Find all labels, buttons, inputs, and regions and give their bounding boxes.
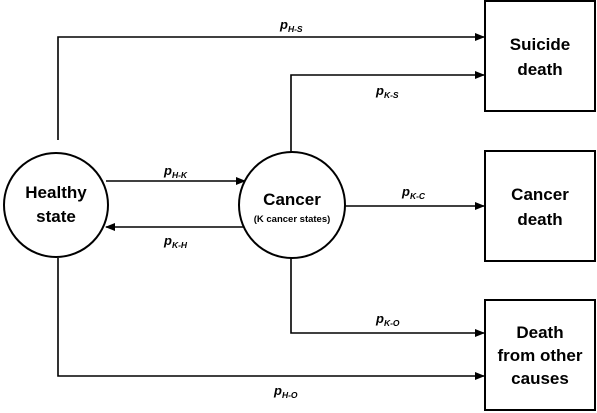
label-p-h-s-sub: H-S	[288, 24, 303, 34]
label-p-k-h-symbol: p	[163, 233, 172, 248]
other-death-label-line2: from other	[498, 346, 583, 365]
edge-healthy-to-suicide	[57, 33, 485, 140]
edge-healthy-to-other-death	[57, 258, 485, 380]
label-p-k-o: pK-O	[375, 311, 400, 328]
node-healthy-state: Healthy state	[3, 152, 109, 258]
label-p-k-c-sub: K-C	[410, 191, 426, 201]
label-p-h-k-symbol: p	[163, 163, 172, 178]
label-p-h-k-sub: H-K	[172, 170, 188, 180]
cancer-death-label-line1: Cancer	[511, 185, 569, 204]
node-cancer: Cancer (K cancer states)	[238, 151, 346, 259]
cancer-sublabel: (K cancer states)	[254, 214, 331, 225]
label-p-k-s-sub: K-S	[384, 90, 399, 100]
cancer-label: Cancer	[263, 190, 321, 209]
node-other-death: Death from other causes	[484, 299, 596, 411]
healthy-state-circle	[3, 152, 109, 258]
cancer-death-label-line2: death	[517, 210, 562, 229]
other-death-box	[484, 299, 596, 411]
label-p-k-c-symbol: p	[401, 184, 410, 199]
label-p-h-o: pH-O	[273, 383, 298, 400]
label-p-h-o-sub: H-O	[282, 390, 298, 400]
label-p-h-s-symbol: p	[279, 17, 288, 32]
suicide-death-label-line1: Suicide	[510, 35, 570, 54]
cancer-death-box	[484, 150, 596, 262]
label-p-k-s: pK-S	[375, 83, 399, 100]
edge-cancer-to-suicide	[290, 71, 485, 153]
node-cancer-death: Cancer death	[484, 150, 596, 262]
cancer-circle	[238, 151, 346, 259]
node-suicide-death: Suicide death	[484, 0, 596, 112]
label-p-k-s-symbol: p	[375, 83, 384, 98]
label-p-h-k: pH-K	[163, 163, 188, 180]
suicide-death-box	[484, 0, 596, 112]
label-p-k-o-sub: K-O	[384, 318, 400, 328]
label-p-h-o-symbol: p	[273, 383, 282, 398]
suicide-death-label-line2: death	[517, 60, 562, 79]
healthy-state-label-line1: Healthy	[25, 183, 87, 202]
healthy-state-label-line2: state	[36, 207, 76, 226]
label-p-k-c: pK-C	[401, 184, 426, 201]
label-p-h-s: pH-S	[279, 17, 303, 34]
other-death-label-line1: Death	[516, 323, 563, 342]
other-death-label-line3: causes	[511, 369, 569, 388]
label-p-k-o-symbol: p	[375, 311, 384, 326]
label-p-k-h: pK-H	[163, 233, 188, 250]
label-p-k-h-sub: K-H	[172, 240, 188, 250]
edge-cancer-to-other-death	[290, 258, 485, 337]
